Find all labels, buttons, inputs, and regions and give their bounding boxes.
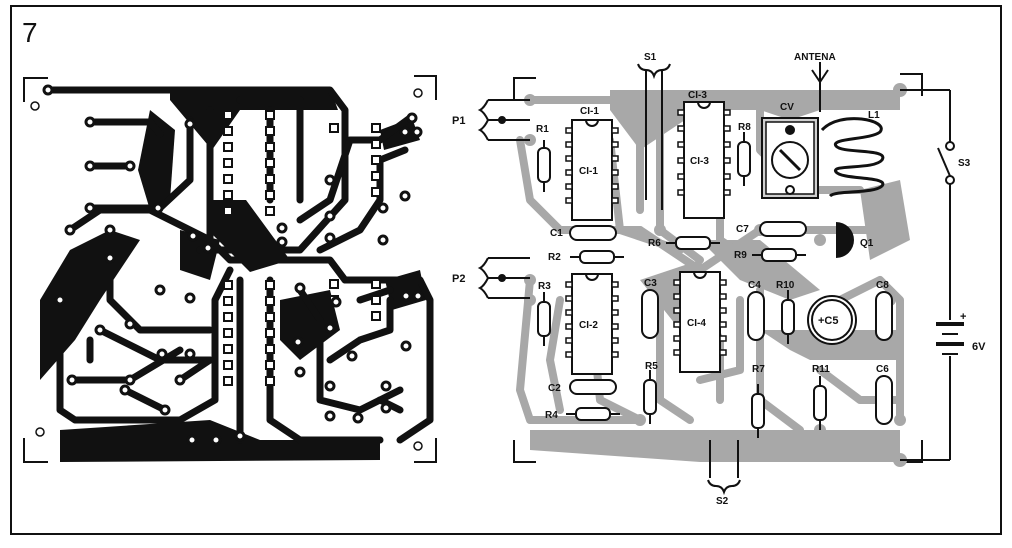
resistor-r5: [643, 379, 657, 415]
copper-pour: [210, 200, 290, 272]
resistor-r8: [737, 141, 751, 177]
mounting-hole: [35, 427, 45, 437]
capacitor-c5-ring: [811, 299, 853, 341]
variable-capacitor-cv: [761, 117, 819, 199]
copper-layout: [23, 75, 437, 463]
label-r9: R9: [734, 250, 747, 261]
label-p1: P1: [452, 115, 465, 127]
label-c4: C4: [748, 280, 761, 291]
capacitor-c3: [641, 289, 659, 339]
label-c3: C3: [644, 278, 657, 289]
label-r4: R4: [545, 410, 558, 421]
label-r11: R11: [812, 364, 830, 375]
label-c2: C2: [548, 383, 561, 394]
capacitor-c2: [569, 379, 617, 395]
label-r10: R10: [776, 280, 795, 291]
corner-mark: [414, 75, 437, 100]
label-ci3-top: CI-3: [688, 90, 707, 101]
label-battery: 6V: [972, 341, 986, 353]
capacitor-c8: [875, 291, 893, 341]
coil-l1: [820, 117, 885, 198]
figure-number: 7: [22, 17, 38, 48]
p1-leads: [477, 99, 530, 141]
label-battery-plus: +: [960, 311, 966, 323]
label-s2: S2: [716, 496, 729, 507]
figure-frame: [10, 5, 1002, 535]
ic-pins: [565, 109, 731, 358]
corner-mark: [900, 73, 923, 96]
power-wiring: [900, 89, 964, 461]
switch-s2-leads: [707, 440, 741, 496]
label-ci3-body: CI-3: [690, 156, 709, 167]
resistor-r2: [579, 250, 615, 264]
resistor-r11: [813, 385, 827, 421]
label-r3: R3: [538, 281, 551, 292]
label-q1: Q1: [860, 238, 874, 249]
resistor-r4: [575, 407, 611, 421]
capacitors: [569, 221, 893, 425]
label-r8: R8: [738, 122, 751, 133]
capacitor-c1: [569, 225, 617, 241]
ic-ci4: [679, 271, 721, 373]
label-l1: L1: [868, 110, 880, 121]
label-c1: C1: [550, 228, 563, 239]
copper-pour: [40, 230, 140, 380]
antenna: [811, 62, 829, 112]
label-ci2: CI-2: [579, 320, 598, 331]
ic-ci1: [571, 119, 613, 221]
switch-s1-leads: [637, 63, 671, 210]
resistor-r10: [781, 299, 795, 335]
transistor-q1: [836, 222, 854, 258]
corner-mark: [513, 440, 536, 463]
resistor-r3: [537, 301, 551, 337]
label-p2: P2: [452, 273, 465, 285]
label-s1: S1: [644, 52, 657, 63]
ic-pads: [223, 110, 381, 386]
corner-mark: [900, 440, 923, 463]
capacitor-c7: [759, 221, 807, 237]
label-ci4: CI-4: [687, 318, 706, 329]
label-r6: R6: [648, 238, 661, 249]
label-c5: +C5: [818, 315, 839, 327]
label-r2: R2: [548, 252, 561, 263]
resistor-leads: [543, 132, 821, 438]
component-layout: [477, 62, 964, 496]
label-antena: ANTENA: [794, 52, 836, 63]
label-c8: C8: [876, 280, 889, 291]
resistor-r1: [537, 147, 551, 183]
p2-leads: [477, 257, 530, 299]
mounting-hole: [30, 101, 40, 111]
resistor-r7: [751, 393, 765, 429]
copper-pour: [138, 110, 175, 210]
label-r5: R5: [645, 361, 658, 372]
mounting-hole: [413, 441, 423, 451]
mounting-hole: [413, 88, 423, 98]
capacitor-c4: [747, 291, 765, 341]
label-c7: C7: [736, 224, 749, 235]
label-r1: R1: [536, 124, 549, 135]
corner-mark: [23, 77, 48, 102]
label-c6: C6: [876, 364, 889, 375]
round-pads: [42, 84, 424, 446]
label-cv: CV: [780, 102, 794, 113]
component-labels: P1 P2 S1 S2 S3 ANTENA 6V + CI-1 CI-1 CI-…: [452, 52, 986, 507]
resistor-r6: [675, 236, 711, 250]
label-s3: S3: [958, 158, 971, 169]
ic-ci2: [571, 273, 613, 375]
capacitor-c6: [875, 375, 893, 425]
corner-mark: [513, 77, 536, 100]
label-ci1-body: CI-1: [579, 166, 598, 177]
corner-mark: [414, 438, 437, 463]
label-ci1-top: CI-1: [580, 106, 599, 117]
resistor-r9: [761, 248, 797, 262]
label-r7: R7: [752, 364, 765, 375]
corner-mark: [23, 438, 48, 463]
